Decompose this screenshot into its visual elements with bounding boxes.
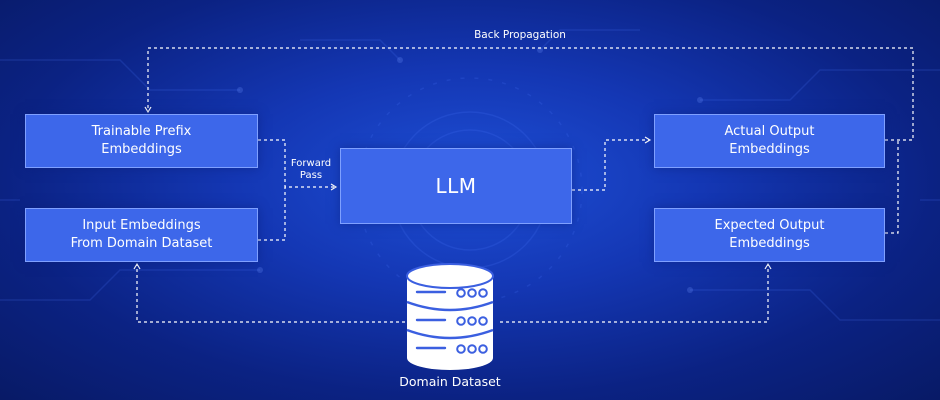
node-expected-output-embeddings: Expected Output Embeddings [654, 208, 885, 262]
edge-dataset-to-expected [500, 262, 772, 323]
edge-input-to-llm [258, 187, 286, 241]
node-actual-output-embeddings: Actual Output Embeddings [654, 114, 885, 168]
node-domain-dataset-label: Domain Dataset [399, 374, 501, 389]
node-actual-line-2: Embeddings [729, 142, 810, 157]
node-prefix-line-2: Embeddings [101, 142, 182, 157]
database-icon [406, 263, 494, 370]
edge-label-forward-line-1: Forward [290, 158, 332, 169]
edge-prefix-to-llm [258, 139, 338, 191]
node-actual-line-1: Actual Output [724, 124, 815, 139]
node-prefix-line-1: Trainable Prefix [91, 124, 192, 139]
node-input-line-2: From Domain Dataset [70, 236, 213, 251]
edge-label-forward-pass: Forward Pass [283, 158, 339, 182]
edge-expected-to-actual [885, 140, 899, 234]
edge-label-back-propagation: Back Propagation [474, 29, 566, 41]
node-input-embeddings: Input Embeddings From Domain Dataset [25, 208, 258, 262]
edge-back-propagation [144, 47, 914, 141]
node-input-line-1: Input Embeddings [82, 218, 201, 233]
node-expected-line-2: Embeddings [729, 236, 810, 251]
node-expected-line-1: Expected Output [714, 218, 825, 233]
node-llm: LLM [340, 148, 572, 224]
edge-dataset-to-input [133, 262, 405, 323]
edge-label-forward-line-2: Pass [299, 170, 323, 181]
node-trainable-prefix-embeddings: Trainable Prefix Embeddings [25, 114, 258, 168]
edge-llm-to-actual [572, 136, 652, 191]
node-llm-label: LLM [435, 174, 477, 198]
